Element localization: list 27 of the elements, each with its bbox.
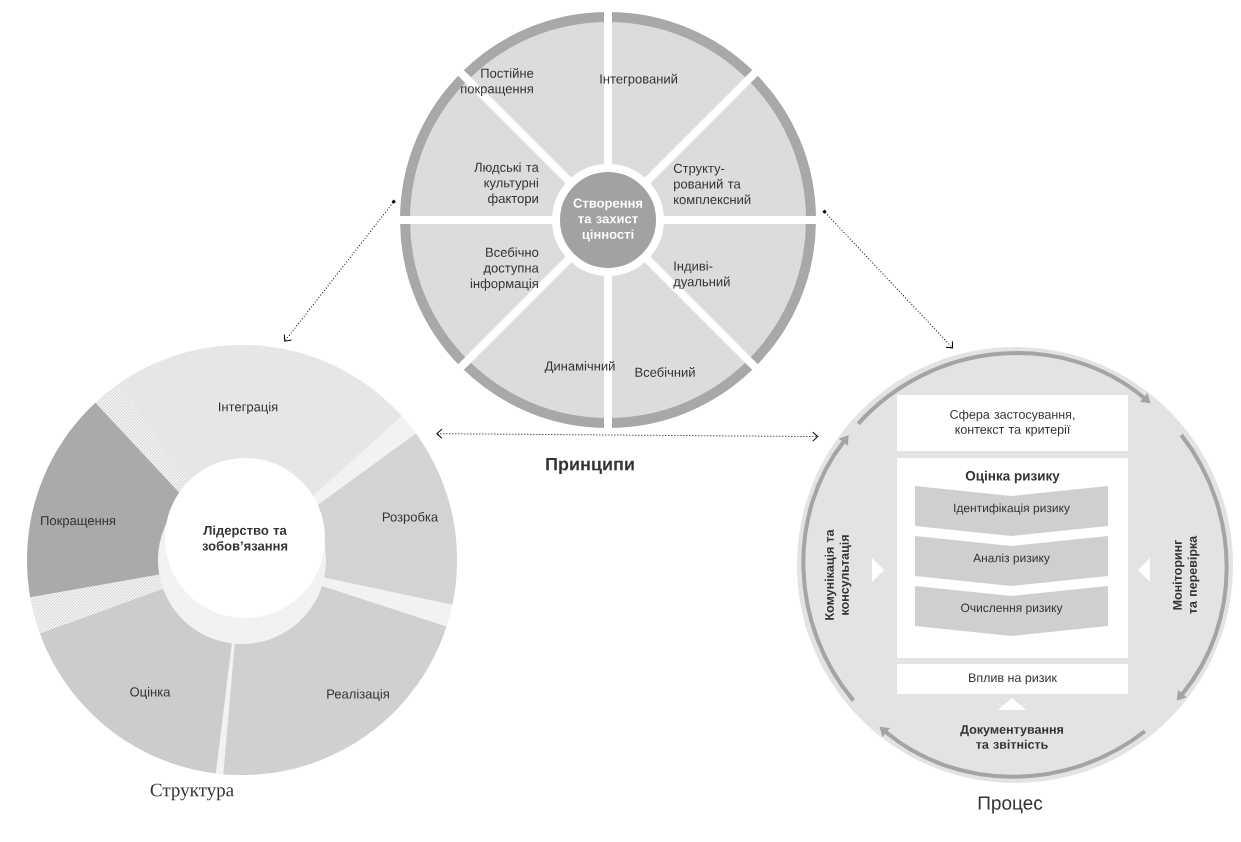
process-box: Сфера застосування, контекст та критерії bbox=[897, 395, 1128, 451]
side-label: Моніторинг та перевірка bbox=[1172, 535, 1200, 614]
sector-label: Всебічно доступна інформація bbox=[470, 247, 539, 291]
framework-title: Структура bbox=[150, 783, 234, 801]
chevron-step: Ідентифікація ризику bbox=[915, 486, 1108, 536]
side-label: Документування та звітність bbox=[960, 725, 1063, 749]
segment: Інтеграція bbox=[118, 345, 402, 504]
sector-label: Інтегрований bbox=[600, 73, 678, 87]
side-label: Комунікація та консультація bbox=[824, 529, 852, 620]
process-title: Процес bbox=[978, 796, 1043, 814]
process-box: Вплив на ризик bbox=[897, 664, 1128, 694]
sector-label: Індиві- дуальний bbox=[673, 261, 730, 289]
sector-label: Людські та культурні фактори bbox=[474, 162, 539, 206]
segment: Реалізація bbox=[223, 586, 447, 775]
chevron-step: Аналіз ризику bbox=[915, 536, 1108, 586]
arrow bbox=[822, 209, 954, 349]
sector-label: Структу- рований та комплексний bbox=[673, 163, 751, 205]
arrow bbox=[283, 199, 396, 342]
wheel-title: Принципи bbox=[546, 457, 634, 475]
sector-label: Всебічний bbox=[635, 367, 695, 377]
chevron-step: Очислення ризику bbox=[915, 586, 1108, 636]
arrow bbox=[436, 428, 819, 442]
sector-label: Постійне покращення bbox=[461, 68, 534, 96]
segment: Розробка bbox=[310, 433, 457, 605]
segment: Оцінка bbox=[40, 588, 232, 774]
sector-label: Динамічний bbox=[544, 360, 615, 374]
segment: Покращення bbox=[27, 402, 185, 598]
